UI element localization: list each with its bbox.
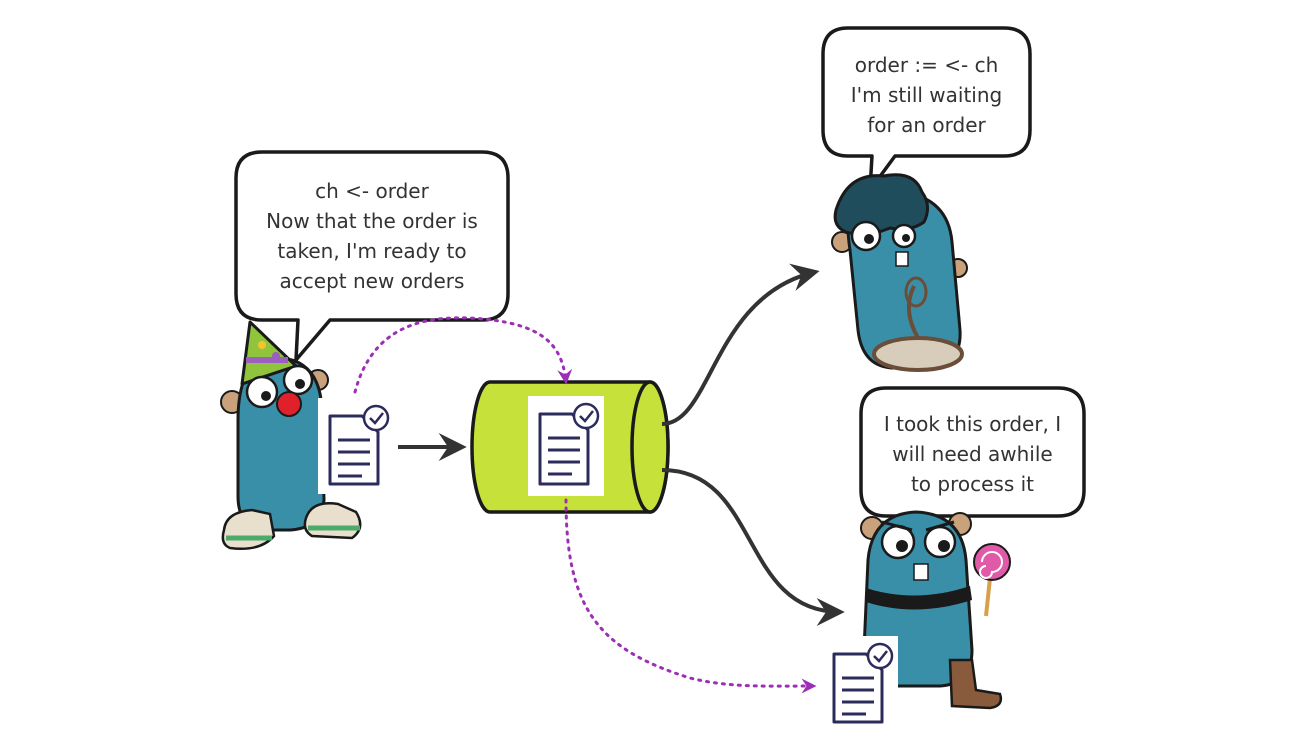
busy-receiver-bubble-line: to process it: [910, 472, 1035, 496]
sender-bubble-line: accept new orders: [279, 269, 465, 293]
gopher-cowboy-icon: [831, 173, 968, 372]
document-with-checkmark-icon: [318, 398, 394, 494]
busy-receiver-bubble-line: will need awhile: [892, 442, 1053, 466]
waiting-receiver-speech-bubble: [821, 26, 1032, 192]
busy-receiver-bubble-text: I took this order, I will need awhile to…: [861, 409, 1084, 499]
waiting-receiver-bubble-line: for an order: [867, 113, 986, 137]
channel-to-waiting-receiver-arrow: [661, 263, 820, 426]
waiting-receiver-bubble-text: order := <- ch I'm still waiting for an …: [823, 50, 1030, 140]
sender-bubble-line: ch <- order: [315, 179, 429, 203]
sender-bubble-text: ch <- order Now that the order is taken,…: [236, 176, 508, 296]
order-path-to-busy-receiver: [564, 498, 817, 694]
document-with-checkmark-icon: [528, 396, 604, 496]
waiting-receiver-bubble-line: I'm still waiting: [850, 83, 1003, 107]
gopher-clown-icon: [220, 320, 362, 550]
busy-receiver-bubble-line: I took this order, I: [883, 412, 1062, 436]
busy-receiver-speech-bubble: [859, 386, 1086, 518]
channel-to-busy-receiver-arrow: [661, 468, 845, 626]
order-path-into-channel: [353, 316, 573, 394]
sender-speech-bubble: [234, 150, 510, 362]
document-with-checkmark-icon: [822, 636, 898, 734]
waiting-receiver-bubble-line: order := <- ch: [854, 53, 999, 77]
sender-bubble-line: taken, I'm ready to: [277, 239, 467, 263]
sender-bubble-line: Now that the order is: [266, 209, 478, 233]
